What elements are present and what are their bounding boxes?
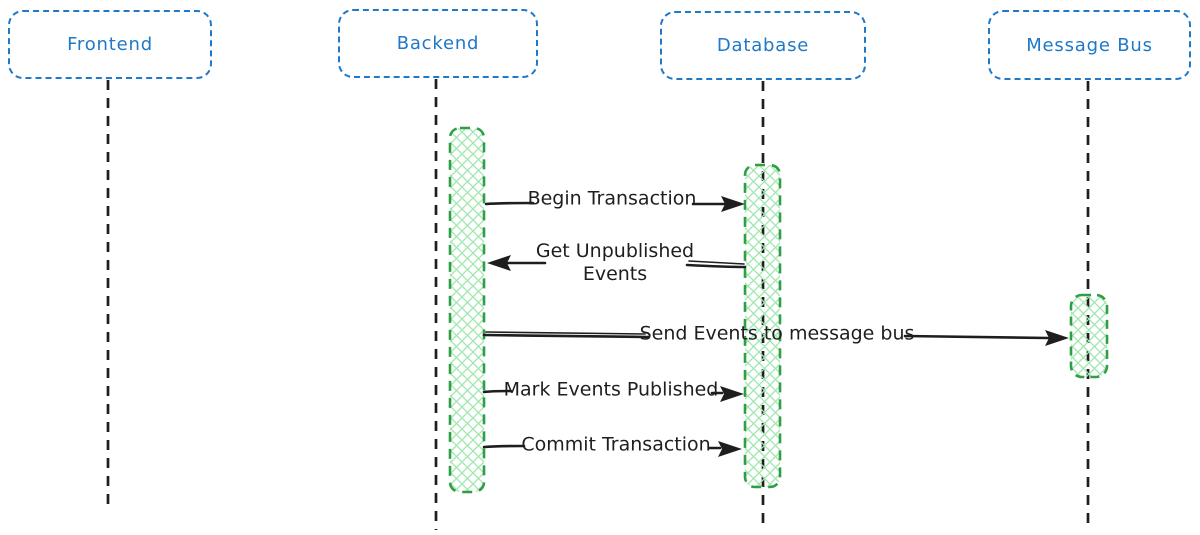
participant-label: Database	[716, 35, 810, 56]
activation-message-bus	[1069, 293, 1109, 379]
participant-frontend: Frontend	[8, 10, 212, 79]
participant-backend: Backend	[338, 9, 538, 78]
participant-database: Database	[660, 11, 866, 80]
activation-backend	[448, 126, 486, 494]
message-label-send-events: Send Events to message bus	[639, 322, 915, 345]
message-arrows	[482, 196, 1069, 457]
message-label-mark-events-published: Mark Events Published	[503, 378, 719, 401]
participant-label: Frontend	[67, 34, 153, 55]
participant-message-bus: Message Bus	[988, 10, 1191, 80]
message-label-commit-transaction: Commit Transaction	[521, 433, 711, 456]
arrow-send-events	[482, 330, 1069, 346]
participant-label: Message Bus	[1026, 34, 1153, 56]
arrow-mark-events-published	[482, 386, 744, 402]
lifelines	[106, 79, 1090, 530]
message-label-get-unpublished-events: Get Unpublished Events	[535, 240, 695, 285]
message-label-begin-transaction: Begin Transaction	[527, 187, 697, 210]
arrow-commit-transaction	[482, 441, 742, 457]
arrow-get-unpublished-events	[487, 255, 747, 271]
activation-database	[743, 163, 782, 489]
participant-label: Backend	[396, 33, 480, 54]
arrow-begin-transaction	[484, 196, 745, 212]
activation-bars	[448, 126, 1109, 494]
